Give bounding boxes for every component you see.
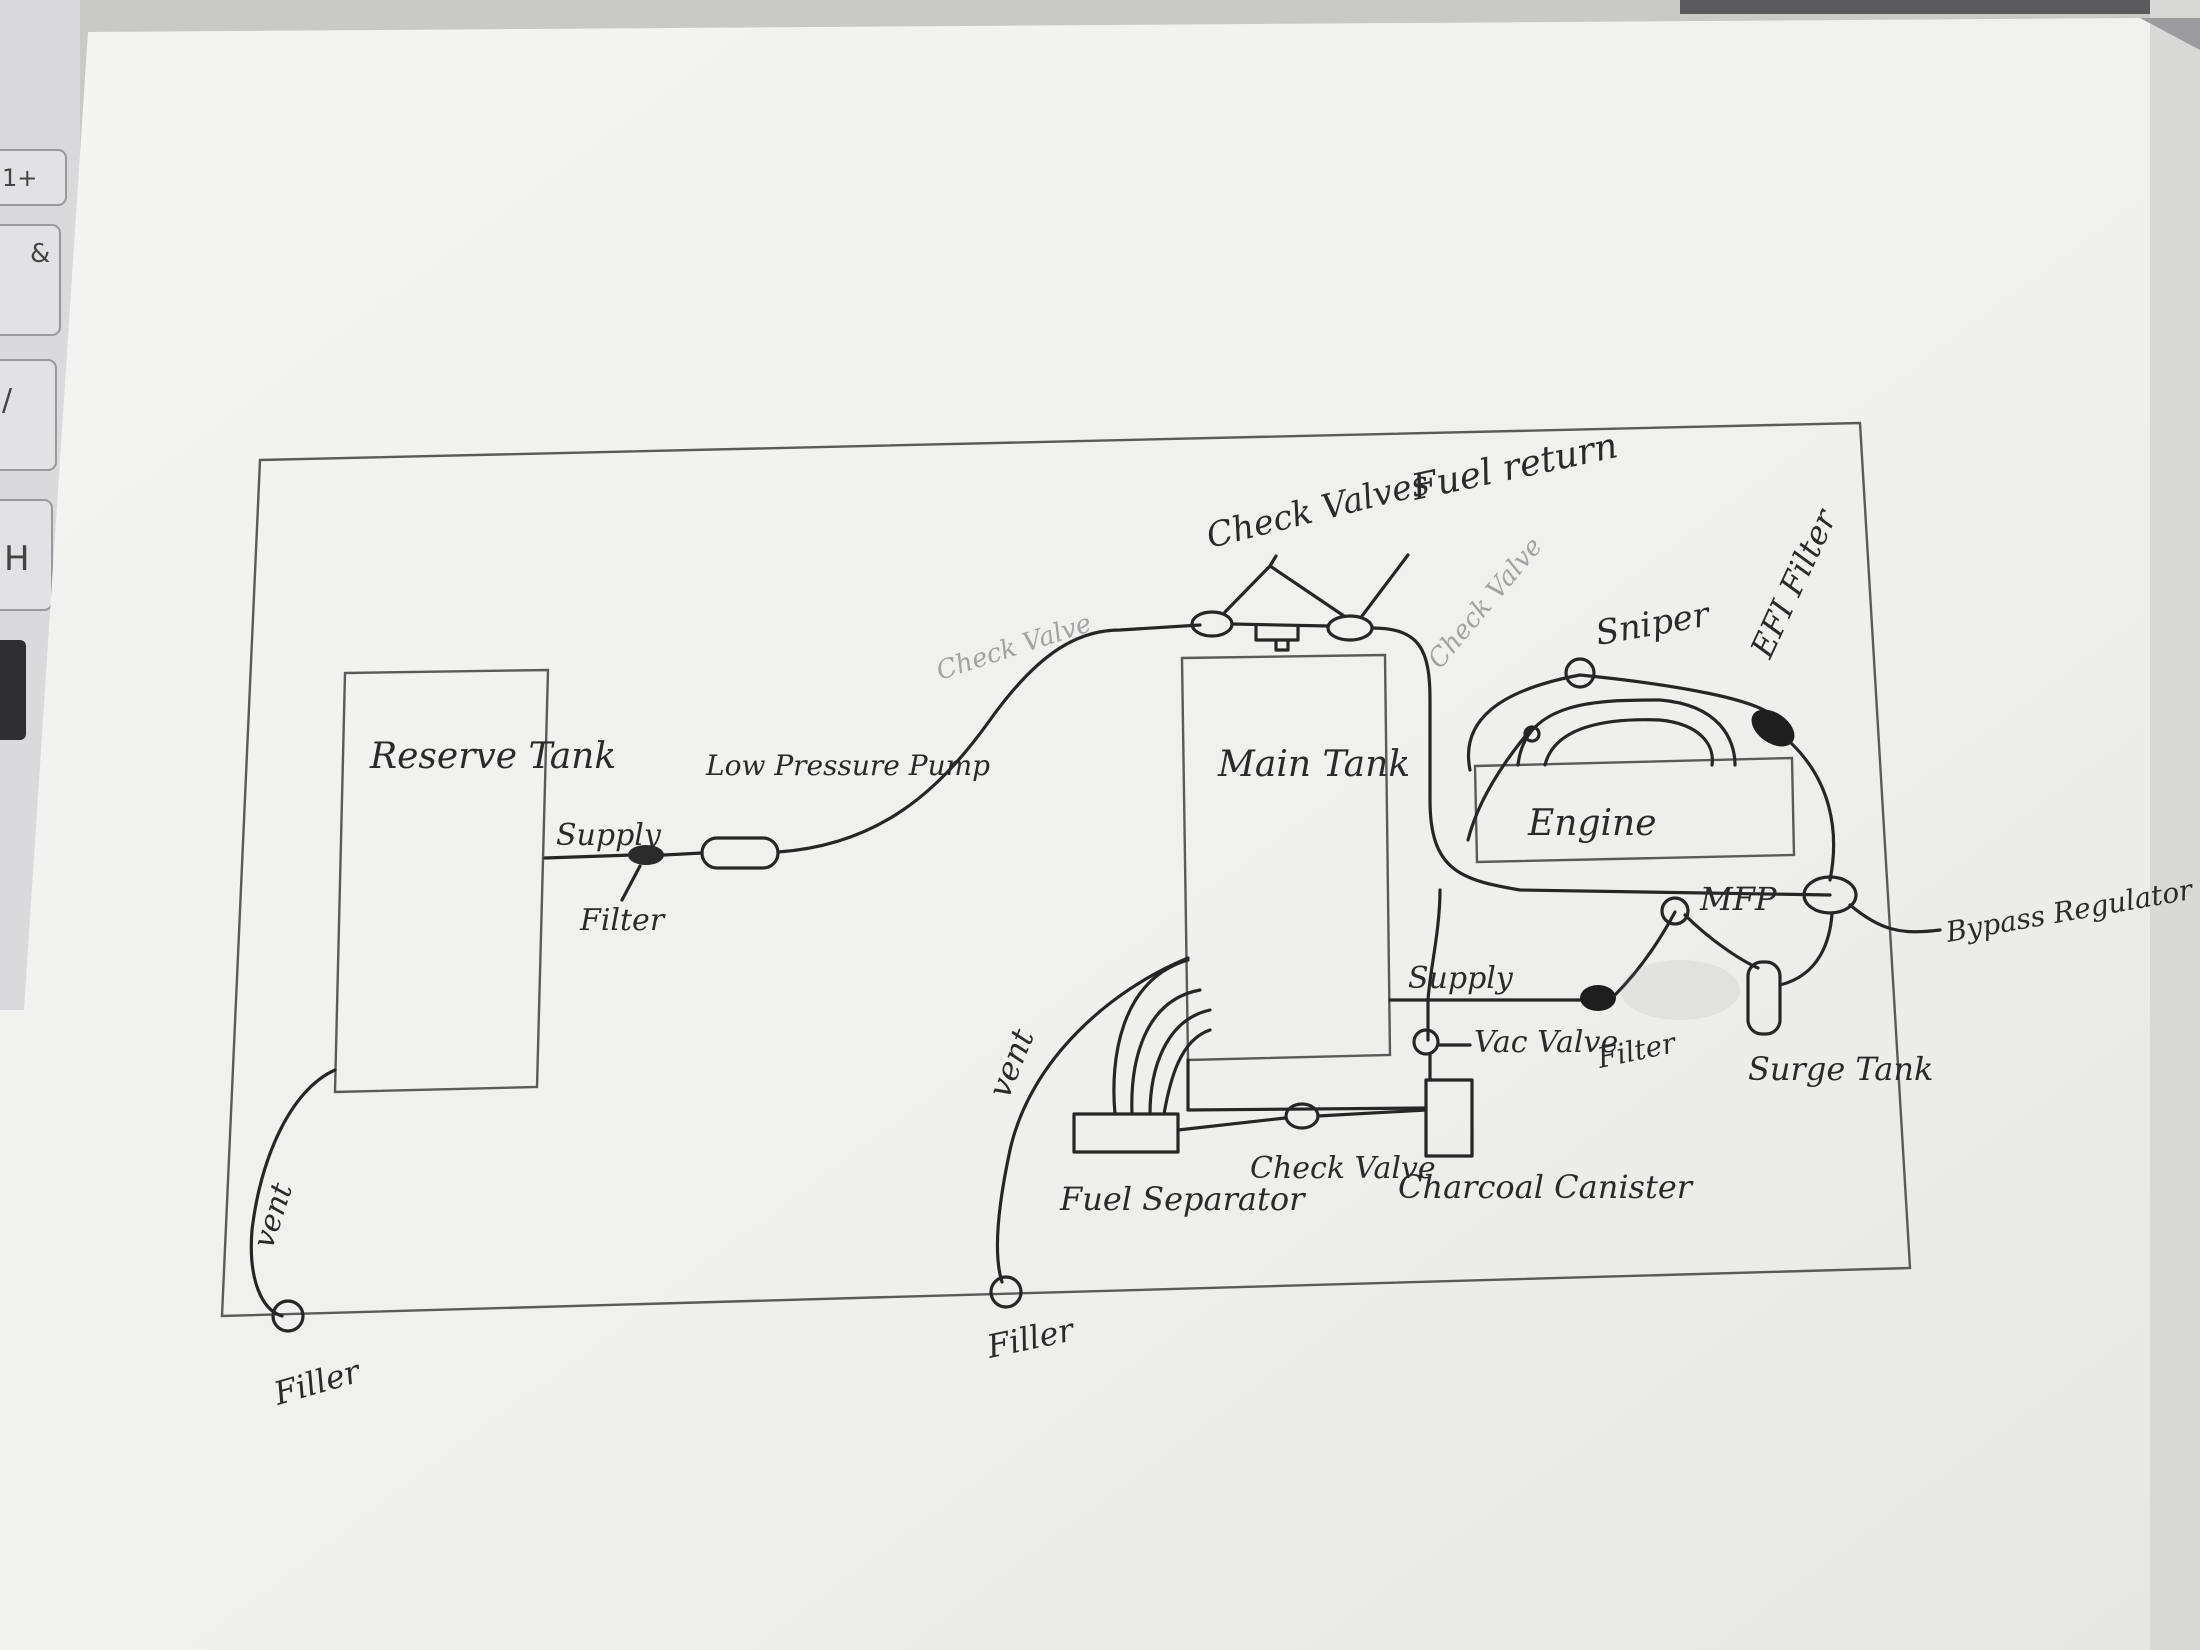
sniper-icon [1564, 657, 1596, 689]
surge-tank-icon [1746, 960, 1782, 1036]
table-edge [1680, 0, 2200, 14]
vapor-line [1426, 888, 1442, 1042]
table-edge [2150, 0, 2200, 1650]
vac-valve-label: Vac Valve [1474, 1025, 1618, 1060]
reserve-vent-line [249, 1068, 337, 1318]
main-tank [1180, 653, 1392, 1062]
efi-filter-icon [1751, 709, 1795, 747]
check-valve-label: Check Valve [1250, 1151, 1436, 1186]
filter-icon [628, 845, 664, 865]
vac-valve-icon [1412, 1028, 1440, 1056]
engine [1473, 756, 1796, 864]
filler-icon [989, 1275, 1023, 1309]
keyboard-key [0, 640, 26, 740]
surge-tank-label-line: Surge Tank [1748, 1050, 1933, 1088]
keyboard-key-label: / [2, 383, 13, 418]
engine-vac-line [1466, 726, 1534, 842]
filler-icon [271, 1299, 305, 1333]
pump-connector [662, 851, 704, 857]
check-valve-to-canister-line [1316, 1108, 1428, 1118]
mfp-label: MFP [1699, 880, 1777, 918]
transfer-line [776, 623, 1202, 854]
supply-label: Supply [1408, 961, 1514, 996]
check-valve-tee [1230, 622, 1330, 652]
efi-supply-line [1788, 740, 1836, 882]
filter-icon [1580, 985, 1616, 1011]
fuel-return-line [1370, 626, 1832, 897]
bypass-regulator-leader [1848, 903, 1942, 934]
keyboard-key [0, 359, 57, 471]
reserve-tank [333, 668, 550, 1094]
charcoal-canister-label: Charcoal Canister [1398, 1168, 1694, 1206]
engine-arch-inner [1543, 718, 1714, 767]
check-valves-leader [1223, 554, 1346, 618]
fuel-separator-label: Fuel Separator [1059, 1180, 1306, 1218]
engine-label: Engine [1527, 803, 1657, 844]
tank-to-canister-line [1186, 1058, 1428, 1112]
paper-sheet [0, 18, 2200, 1650]
pencil-smudge [1620, 960, 1740, 1020]
filter-leader [620, 864, 642, 902]
vac-port-icon [1523, 725, 1541, 743]
main-tank-label: Main Tank [1217, 744, 1410, 785]
reserve-tank-label: Reserve Tank [369, 736, 616, 777]
low-pressure-pump-label: Low Pressure Pump [705, 749, 990, 782]
keyboard-key-label: H [4, 539, 30, 579]
bypass-regulator-icon [1802, 875, 1858, 915]
engine-arch [1516, 698, 1737, 767]
keyboard-key [0, 499, 53, 611]
surge-to-regulator-line [1778, 912, 1834, 987]
charcoal-canister-icon [1424, 1078, 1474, 1158]
separator-to-check-valve-line [1176, 1116, 1287, 1132]
supply-line-reserve [543, 853, 634, 860]
fuel-return-leader [1360, 553, 1410, 618]
frame-box [220, 421, 1912, 1318]
main-vent-line [995, 956, 1190, 1284]
keyboard-key-label: & [30, 239, 50, 269]
mfp-icon [1660, 896, 1690, 926]
filter-label: Filter [579, 903, 666, 938]
keyboard-key [0, 149, 67, 206]
keyboard-key [0, 224, 61, 336]
separator-to-tank-tubes [1112, 958, 1212, 1116]
fuel-separator-icon [1072, 1112, 1180, 1154]
keyboard-key-label: 1+ [2, 164, 37, 192]
